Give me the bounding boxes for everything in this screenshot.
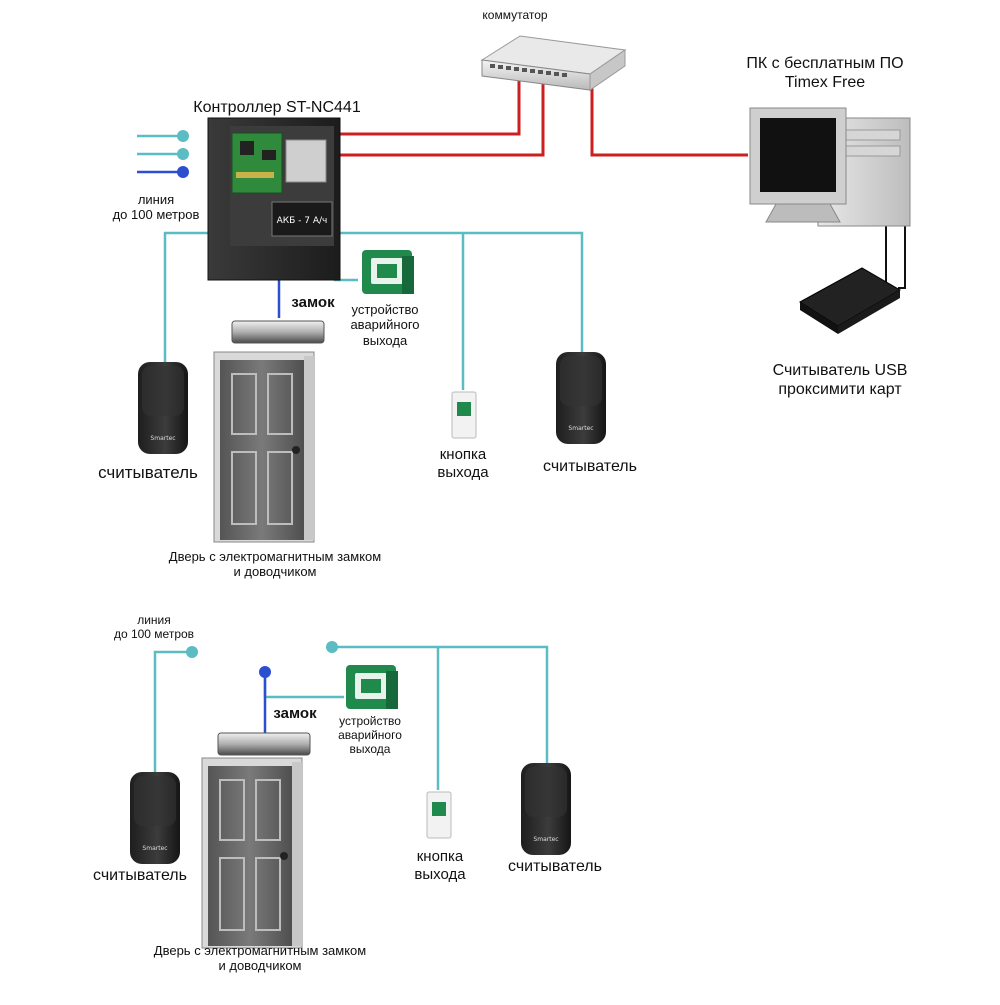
card-reader-icon (130, 772, 180, 864)
reader-left-label-top: считыватель (98, 463, 198, 482)
reader-right-label-top: считыватель (543, 458, 637, 475)
door-label-bottom: Дверь с электромагнитным замком и доводч… (135, 943, 385, 974)
pc-label-line-2: Timex Free (784, 73, 866, 91)
reader-right-label-bottom: считыватель (508, 858, 602, 875)
exit-button-label-bottom-1: кнопка (416, 848, 464, 865)
line-label-bottom-2: до 100 метров (113, 627, 195, 642)
emergency-label-top-2: аварийного (350, 317, 420, 333)
network-switch-icon (480, 35, 627, 91)
controller-box-icon (207, 117, 341, 281)
pc-label-line-1: ПК с бесплатным ПО (746, 55, 904, 72)
door-label-top-1: Дверь с электромагнитным замком (168, 549, 382, 564)
terminal-dot-6 (259, 666, 271, 678)
card-reader-icon (556, 352, 606, 444)
lock-label-bottom: замок (273, 705, 317, 722)
emergency-label-bottom-3: выхода (349, 742, 391, 757)
terminal-dot-5 (326, 641, 338, 653)
emergency-label-bottom-2: аварийного (338, 728, 402, 743)
emergency-label-top: устройство аварийного выхода (340, 302, 430, 348)
battery-label: АКБ - 7 А/ч (277, 216, 328, 226)
electromagnetic-lock-icon (217, 732, 311, 756)
line-label-top-2: до 100 метров (112, 207, 200, 223)
door-label-top: Дверь с электромагнитным замком и доводч… (150, 549, 400, 580)
emergency-exit-device-icon (362, 250, 414, 294)
line-label-bottom: линия до 100 метров (98, 613, 210, 641)
line-label-top: линия до 100 метров (100, 192, 212, 223)
door-icon (213, 351, 315, 543)
door-icon (201, 757, 303, 949)
exit-button-label-bottom-2: выхода (414, 865, 466, 883)
pc-usb-cables (885, 222, 906, 290)
electromagnetic-lock-icon (231, 320, 325, 344)
usb-reader-label-2: проксимити карт (778, 380, 902, 398)
ethernet-line-pc (590, 86, 748, 157)
pc-icon (749, 107, 911, 227)
door-label-bottom-2: и доводчиком (218, 958, 302, 974)
exit-button-label-top-2: выхода (437, 463, 489, 481)
emergency-exit-device-icon (346, 665, 398, 709)
exit-button-label-top-1: кнопка (439, 446, 487, 463)
exit-button-label-top: кнопка выхода (425, 446, 501, 481)
emergency-label-top-1: устройство (351, 302, 419, 317)
ethernet-line-controller-2 (340, 80, 545, 157)
exit-button-icon (426, 791, 452, 839)
exit-button-label-bottom: кнопка выхода (402, 848, 478, 883)
terminal-dot-1 (177, 130, 189, 142)
door-label-top-2: и доводчиком (233, 564, 317, 580)
emergency-label-bottom: устройство аварийного выхода (325, 714, 415, 756)
signal-lines-top (137, 134, 584, 390)
door-label-bottom-1: Дверь с электромагнитным замком (153, 943, 367, 958)
lock-label-top: замок (291, 294, 335, 311)
line-label-bottom-1: линия (137, 613, 171, 627)
switch-label: коммутатор (482, 8, 548, 22)
exit-button-icon (451, 391, 477, 439)
usb-reader-label: Считыватель USB проксимити карт (755, 362, 925, 400)
ethernet-cables (340, 76, 748, 157)
controller-label: Контроллер ST-NC441 (193, 99, 361, 116)
ethernet-line-controller-1 (340, 76, 521, 136)
line-label-top-1: линия (137, 192, 175, 207)
emergency-label-bottom-1: устройство (339, 714, 401, 728)
usb-reader-icon (799, 267, 901, 334)
reader-left-label-bottom: считыватель (93, 867, 187, 884)
terminal-dot-3 (177, 166, 189, 178)
card-reader-icon (521, 763, 571, 855)
emergency-label-top-3: выхода (362, 332, 408, 348)
terminal-dot-2 (177, 148, 189, 160)
card-reader-icon (138, 362, 188, 454)
usb-reader-label-1: Считыватель USB (772, 362, 908, 379)
terminal-dot-4 (186, 646, 198, 658)
pc-label: ПК с бесплатным ПО Timex Free (735, 55, 915, 93)
